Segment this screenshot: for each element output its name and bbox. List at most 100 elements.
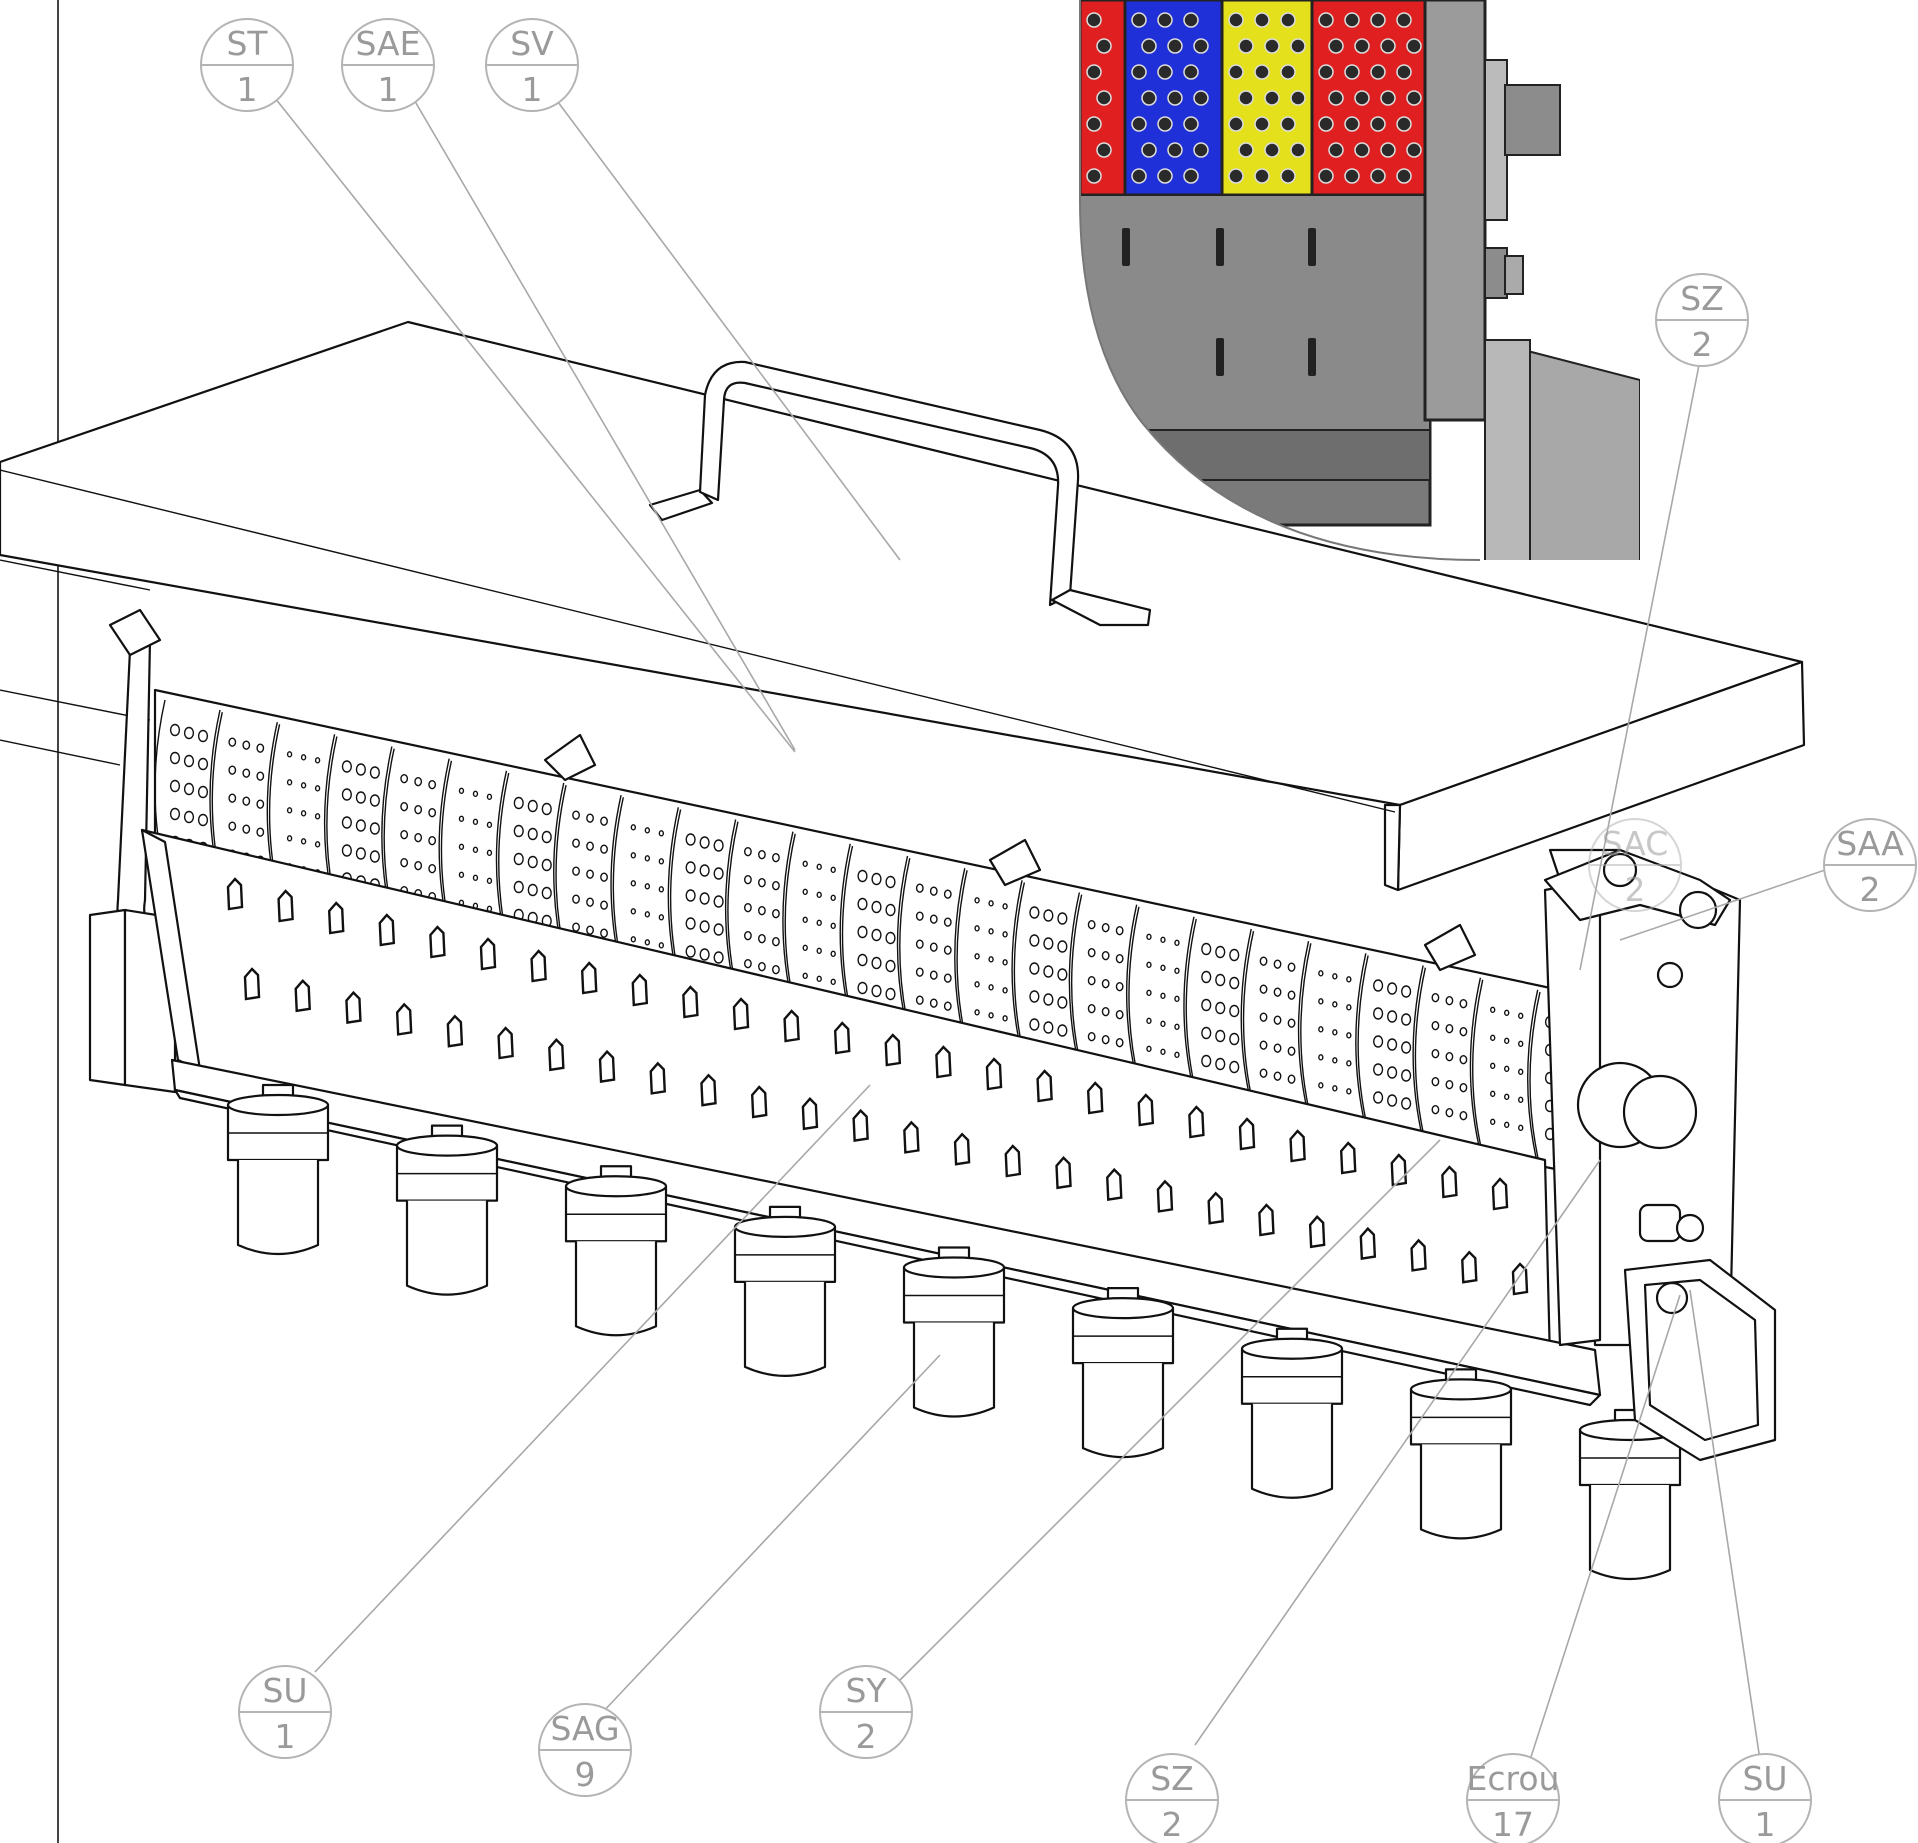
drum-hole <box>1445 1023 1454 1034</box>
cover-slot <box>1055 1156 1072 1190</box>
drum-hole <box>1332 1001 1338 1008</box>
balloon-label: SU <box>1742 1759 1787 1798</box>
drum-hole <box>527 827 538 841</box>
drum-hole <box>1160 1048 1166 1056</box>
drum-hole <box>286 807 293 814</box>
main-assembly <box>0 320 1806 1581</box>
detail-hole <box>1354 142 1370 158</box>
drum-hole <box>816 863 822 871</box>
drum-hole <box>974 981 980 988</box>
drum-hole <box>1101 922 1110 933</box>
drum-hole <box>758 849 766 860</box>
leader-lines <box>274 97 1826 1761</box>
drum-hole <box>1029 934 1040 947</box>
drum-hole <box>355 791 366 804</box>
detail-hole <box>1264 38 1280 54</box>
drum-hole <box>699 948 710 961</box>
cover-slot <box>345 990 362 1024</box>
detail-hole <box>1096 90 1112 106</box>
drum-hole <box>341 760 352 773</box>
drum-hole <box>1373 1007 1384 1020</box>
detail-hole <box>1167 90 1183 106</box>
drum-hole <box>242 824 251 834</box>
drum-hole <box>802 916 808 924</box>
cover-slot <box>530 949 547 983</box>
drum-hole <box>1459 1054 1468 1065</box>
drum-hole <box>1387 1010 1398 1023</box>
drum-hole <box>1043 1021 1054 1034</box>
cover-slot <box>1238 1117 1256 1151</box>
cover-slot <box>580 961 598 995</box>
balloon-label: SAC <box>1602 824 1669 863</box>
drum-hole <box>527 799 538 813</box>
drum-hole <box>314 841 321 848</box>
drum-disc <box>899 858 966 1044</box>
drum-hole <box>1490 1090 1496 1098</box>
drum-disc <box>1128 906 1195 1092</box>
drum-hole <box>586 925 594 935</box>
outlet-tube <box>564 1165 668 1337</box>
drum-hole <box>1431 1020 1440 1031</box>
drum-hole <box>988 984 994 991</box>
drum-hole <box>586 841 594 851</box>
cover-slot <box>1359 1226 1377 1260</box>
drum-hole <box>1043 937 1054 950</box>
drum-hole <box>1445 1079 1454 1090</box>
drum-hole <box>1346 1088 1352 1095</box>
drum-hole <box>314 757 321 764</box>
drum-hole <box>1259 1068 1268 1078</box>
seed-outlets <box>226 1083 1682 1581</box>
drum-hole <box>1332 1057 1338 1064</box>
detail-hole <box>1131 64 1147 80</box>
cover-slot <box>884 1033 902 1067</box>
drum-hole <box>1087 919 1096 930</box>
drum-hole <box>1174 995 1180 1003</box>
drum-hole <box>857 897 868 911</box>
drum-hole <box>1431 1076 1440 1087</box>
detail-hole <box>1318 168 1334 184</box>
drum-hole <box>541 886 552 900</box>
detail-hole <box>1370 12 1386 28</box>
drum-hole <box>871 872 882 886</box>
drum-hole <box>256 743 265 753</box>
cover-slot <box>833 1021 851 1055</box>
cover-slot <box>801 1097 819 1131</box>
drum-hole <box>988 1012 994 1019</box>
detail-hole <box>1328 142 1344 158</box>
drum-hole <box>1215 1029 1226 1043</box>
drum-hole <box>1373 1063 1384 1076</box>
drum-hole <box>600 928 608 938</box>
drum-hole <box>1101 978 1110 989</box>
cover-slot <box>953 1132 971 1166</box>
outlet-tube <box>1240 1327 1344 1499</box>
drum-hole <box>1318 998 1324 1005</box>
detail-hole <box>1157 64 1173 80</box>
cover-slot <box>649 1061 667 1095</box>
drum-hole <box>1160 1020 1166 1028</box>
cover-slot <box>429 925 446 959</box>
drum-hole <box>1401 985 1412 998</box>
drum-hole <box>197 729 209 743</box>
drum-hole <box>1115 1037 1124 1048</box>
drum-hole <box>630 852 637 859</box>
drum-hole <box>699 920 710 933</box>
balloon-ecrou: Ecrou 17 <box>1466 1753 1560 1843</box>
detail-hole <box>1131 116 1147 132</box>
detail-hole <box>1370 168 1386 184</box>
drum-hole <box>871 900 882 914</box>
drum-hole <box>1490 1006 1496 1014</box>
drum-hole <box>1273 1043 1282 1053</box>
detail-hole <box>1238 38 1254 54</box>
detail-hole <box>1344 116 1360 132</box>
drum-hole <box>1174 967 1180 975</box>
drum-hole <box>772 936 780 947</box>
detail-hole <box>1290 38 1306 54</box>
cover-slot <box>548 1038 565 1072</box>
cover-slot <box>294 979 311 1013</box>
drum-hole <box>885 903 896 917</box>
drum-hole <box>644 939 651 946</box>
drum-hole <box>758 905 766 916</box>
drum-hole <box>197 757 209 771</box>
drum-hole <box>355 763 366 776</box>
drum-hole <box>458 843 465 851</box>
